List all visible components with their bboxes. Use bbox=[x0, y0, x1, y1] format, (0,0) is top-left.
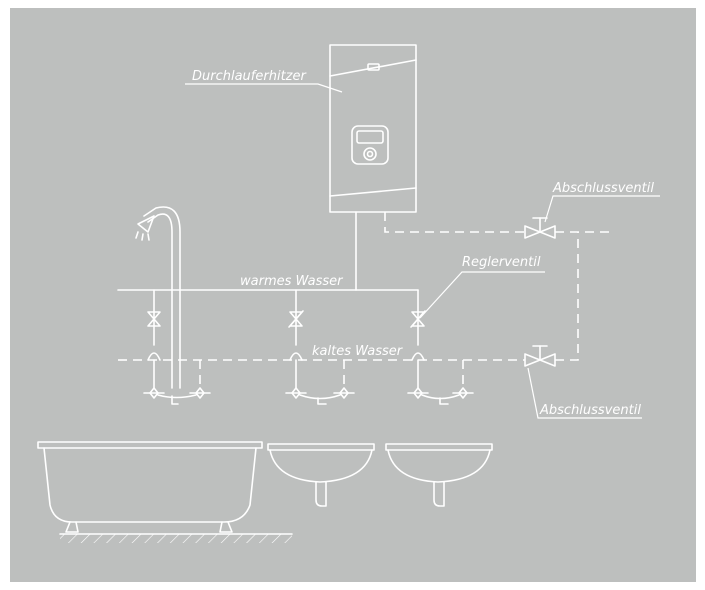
shower-riser bbox=[135, 206, 181, 389]
cold-water-label: kaltes Wasser bbox=[312, 344, 404, 359]
shutoff-bottom-label: Abschlussventil bbox=[539, 403, 641, 418]
valve-basin-1 bbox=[288, 310, 304, 328]
shutoff-valve-top bbox=[524, 217, 556, 239]
shutoff-bottom-leader bbox=[527, 367, 642, 419]
regulator-label: Reglerventil bbox=[462, 255, 541, 270]
water-heater bbox=[329, 44, 417, 213]
regulator-leader bbox=[419, 271, 545, 319]
floor bbox=[59, 533, 293, 543]
diagram-panel bbox=[10, 8, 696, 582]
valve-basin-2 bbox=[410, 310, 426, 328]
valve-bath bbox=[147, 311, 161, 327]
shutoff-valve-bottom bbox=[524, 345, 556, 367]
shutoff-top-leader bbox=[544, 195, 660, 223]
bathtub bbox=[37, 441, 263, 533]
bath-faucet bbox=[143, 387, 211, 405]
heater-leader bbox=[185, 83, 343, 93]
shutoff-top-label: Abschlussventil bbox=[552, 181, 654, 196]
heater-label: Durchlauferhitzer bbox=[192, 69, 307, 84]
warm-water-pipe bbox=[117, 211, 419, 389]
basin-2-faucet bbox=[407, 387, 474, 405]
wash-basin-1 bbox=[267, 443, 375, 507]
wash-basin-2 bbox=[385, 443, 493, 507]
basin-1-faucet bbox=[285, 387, 355, 405]
cold-water-pipe bbox=[118, 212, 610, 388]
warm-water-label: warmes Wasser bbox=[240, 274, 344, 289]
